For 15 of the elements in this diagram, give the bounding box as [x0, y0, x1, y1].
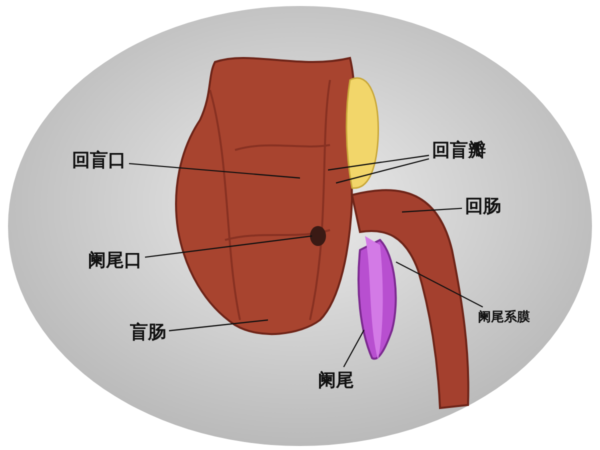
- leader-line: [336, 158, 430, 184]
- leader-line: [328, 154, 430, 171]
- part-label: 阑尾口: [88, 250, 142, 271]
- leader-line: [396, 261, 484, 308]
- leader-line: [168, 319, 268, 332]
- part-label: 回盲瓣: [432, 140, 486, 161]
- part-label: 阑尾系膜: [478, 310, 530, 325]
- part-label: 回盲口: [72, 150, 126, 171]
- part-label: 盲肠: [130, 322, 166, 343]
- leader-line: [402, 208, 462, 213]
- part-label: 回肠: [465, 196, 501, 217]
- leader-line: [144, 235, 312, 258]
- leader-line: [128, 162, 300, 179]
- leader-line: [343, 330, 365, 368]
- part-label: 阑尾: [318, 370, 354, 391]
